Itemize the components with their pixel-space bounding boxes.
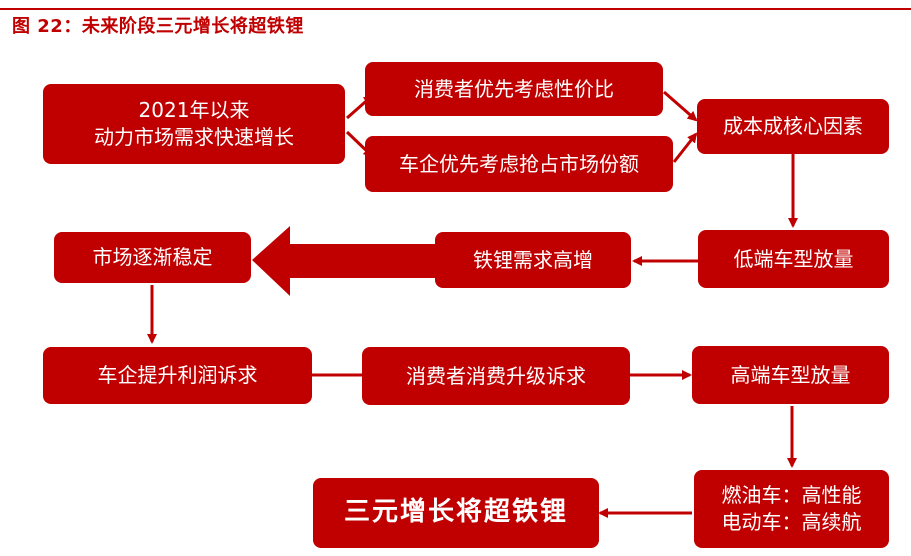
node-vehicle-types: 燃油车：高性能 电动车：高续航 [694,470,889,548]
node-oem-profit: 车企提升利润诉求 [43,347,312,404]
title-rule [0,8,911,10]
node-demand-growth: 2021年以来 动力市场需求快速增长 [43,84,345,164]
node-high-end: 高端车型放量 [692,346,889,404]
arrow-oem-to-cost [672,132,698,163]
node-market-stable: 市场逐渐稳定 [54,232,251,283]
figure-title: 图 22：未来阶段三元增长将超铁锂 [12,16,304,37]
node-oem-share: 车企优先考虑抢占市场份额 [365,136,673,192]
node-consumer-value: 消费者优先考虑性价比 [365,62,663,116]
node-lfp-demand: 铁锂需求高增 [435,232,631,288]
node-low-end: 低端车型放量 [698,230,889,288]
node-cost-core: 成本成核心因素 [697,99,889,154]
node-conclusion: 三元增长将超铁锂 [313,478,599,548]
arrow-consumer-to-cost [663,90,698,122]
node-consumer-upgrade: 消费者消费升级诉求 [362,347,630,405]
big-arrow-lfp-to-stable [252,226,436,296]
